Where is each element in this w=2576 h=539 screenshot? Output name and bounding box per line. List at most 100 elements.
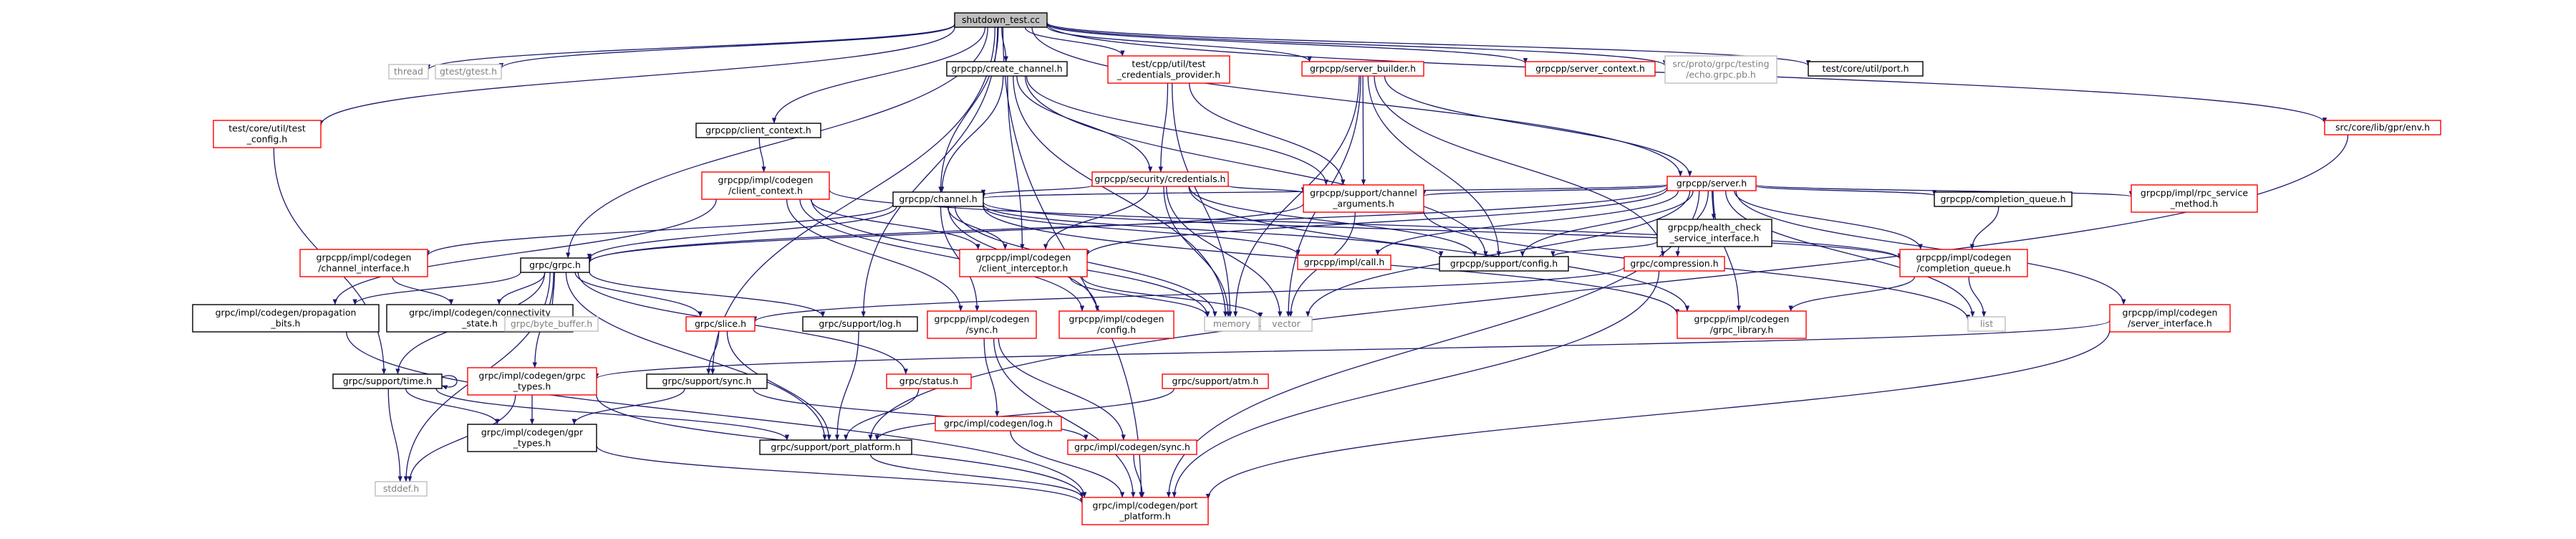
- edge-n39-to-n48: [387, 388, 402, 482]
- node-test-core-util-port-h[interactable]: test/core/util/port.h: [1808, 61, 1924, 77]
- node-grpcpp-health-check-service-interface-h[interactable]: grpcpp/health_check_service_interface.h: [1656, 219, 1772, 247]
- node-box: [2109, 304, 2231, 333]
- node-grpcpp-support-channel-arguments-h[interactable]: grpcpp/support/channel_arguments.h: [1303, 184, 1424, 213]
- edge-n0-to-n2: [498, 24, 955, 70]
- node-grpcpp-impl-codegen-server-interface-h[interactable]: grpcpp/impl/codegen/server_interface.h: [2109, 304, 2231, 333]
- node-label: grpcpp/server.h: [1677, 178, 1747, 189]
- edge-n0-to-n31: [861, 27, 998, 318]
- node-grpc-support-port-platform-h[interactable]: grpc/support/port_platform.h: [759, 439, 912, 455]
- node-grpc-status-h[interactable]: grpc/status.h: [886, 373, 972, 389]
- node-grpcpp-impl-codegen-channel-interface-h[interactable]: grpcpp/impl/codegen/channel_interface.h: [299, 249, 428, 277]
- node-shutdown-test-cc[interactable]: shutdown_test.cc: [954, 12, 1048, 28]
- node-grpcpp-server-h[interactable]: grpcpp/server.h: [1666, 176, 1757, 191]
- edge-n13-to-n26: [1734, 190, 1923, 250]
- node-grpcpp-server-context-h[interactable]: grpcpp/server_context.h: [1525, 61, 1656, 77]
- node-grpcpp-create-channel-h[interactable]: grpcpp/create_channel.h: [946, 61, 1068, 77]
- node-grpc-support-log-h[interactable]: grpc/support/log.h: [802, 316, 918, 332]
- node-box: [1260, 316, 1313, 332]
- node-box: [388, 64, 429, 80]
- edge-n11-to-n22: [810, 199, 980, 250]
- node-grpc-compression-h[interactable]: grpc/compression.h: [1624, 256, 1725, 272]
- node-grpcpp-impl-codegen-completion-queue-h[interactable]: grpcpp/impl/codegen/completion_queue.h: [1899, 249, 2028, 277]
- node-grpc-grpc-h[interactable]: grpc/grpc.h: [520, 257, 590, 273]
- node-grpc-impl-codegen-propagation-bits-h[interactable]: grpc/impl/codegen/propagation_bits.h: [192, 304, 380, 333]
- node-label: grpcpp/health_check: [1668, 222, 1762, 233]
- node-label: _platform.h: [1119, 511, 1170, 522]
- node-src-core-lib-gpr-env-h[interactable]: src/core/lib/gpr/env.h: [2324, 120, 2441, 135]
- node-label: /config.h: [1097, 325, 1136, 335]
- node-label: test/core/util/port.h: [1822, 63, 1909, 74]
- node-box: [802, 316, 918, 332]
- node-grpc-slice-h[interactable]: grpc/slice.h: [685, 316, 756, 332]
- node-grpc-support-time-h[interactable]: grpc/support/time.h: [332, 373, 443, 389]
- edge-n38-to-n49: [1205, 329, 2111, 500]
- node-box: [646, 373, 768, 389]
- node-grpcpp-client-context-h[interactable]: grpcpp/client_context.h: [695, 123, 821, 138]
- edge-n15-to-n22: [947, 206, 1008, 250]
- edge-n7-to-n13: [1384, 75, 1692, 177]
- edge-n0-to-n41: [710, 27, 996, 375]
- edge-n0-to-n4: [771, 27, 986, 124]
- node-grpc-impl-codegen-port-platform-h[interactable]: grpc/impl/codegen/port_platform.h: [1081, 497, 1209, 525]
- edge-n26-to-n37: [1968, 276, 1987, 318]
- node-label: test/core/util/test: [228, 123, 306, 134]
- node-box: [520, 257, 590, 273]
- node-grpc-impl-codegen-log-h[interactable]: grpc/impl/codegen/log.h: [935, 416, 1062, 431]
- node-label: grpc/impl/codegen/log.h: [944, 418, 1053, 429]
- node-grpc-impl-codegen-sync-h[interactable]: grpc/impl/codegen/sync.h: [1067, 439, 1197, 455]
- node-grpcpp-impl-codegen-config-h[interactable]: grpcpp/impl/codegen/config.h: [1058, 310, 1174, 339]
- edge-n15-to-n20: [425, 204, 894, 257]
- edge-n21-to-n46: [565, 272, 827, 441]
- node-label: grpc/grpc.h: [529, 259, 581, 270]
- node-label: _credentials_provider.h: [1116, 70, 1220, 80]
- node-label: grpc/slice.h: [695, 318, 746, 329]
- node-grpcpp-impl-codegen-client-interceptor-h[interactable]: grpcpp/impl/codegen/client_interceptor.h: [959, 249, 1088, 277]
- edge-n32-to-n43: [983, 338, 1000, 417]
- node-label: grpc/impl/codegen/gpr: [481, 427, 584, 438]
- node-box: [1297, 254, 1391, 270]
- edge-n0-to-n7: [1046, 26, 1312, 62]
- node-grpc-support-atm-h[interactable]: grpc/support/atm.h: [1162, 373, 1269, 389]
- node-grpcpp-impl-rpc-service-method-h[interactable]: grpcpp/impl/rpc_service_method.h: [2131, 184, 2258, 213]
- edge-n12-to-n34: [1163, 186, 1231, 318]
- node-label: vector: [1272, 318, 1301, 329]
- node-grpcpp-server-builder-h[interactable]: grpcpp/server_builder.h: [1301, 61, 1424, 77]
- edge-n12-to-n24: [1189, 186, 1477, 257]
- node-label: src/core/lib/gpr/env.h: [2335, 122, 2430, 133]
- node-grpcpp-impl-codegen-grpc-library-h[interactable]: grpcpp/impl/codegen/grpc_library.h: [1677, 310, 1807, 339]
- node-box: [213, 120, 322, 148]
- node-label: grpcpp/support/channel: [1310, 188, 1417, 199]
- node-label: /sync.h: [966, 325, 998, 335]
- node-grpcpp-impl-codegen-client-context-h[interactable]: grpcpp/impl/codegen/client_context.h: [701, 171, 830, 200]
- node-grpcpp-impl-call-h[interactable]: grpcpp/impl/call.h: [1297, 254, 1391, 270]
- node-box: [2131, 184, 2258, 213]
- edge-n15-to-n21: [587, 206, 897, 260]
- node-grpcpp-completion-queue-h[interactable]: grpcpp/completion_queue.h: [1934, 191, 2073, 207]
- edge-n5-to-n24: [1024, 75, 1488, 257]
- node-grpcpp-impl-codegen-sync-h[interactable]: grpcpp/impl/codegen/sync.h: [927, 310, 1037, 339]
- node-grpcpp-security-credentials-h[interactable]: grpcpp/security/credentials.h: [1091, 171, 1229, 187]
- node-grpc-support-sync-h[interactable]: grpc/support/sync.h: [646, 373, 768, 389]
- node-label: grpc/impl/codegen/port: [1093, 500, 1198, 511]
- node-test-cpp-util-test-credentials-provider-h[interactable]: test/cpp/util/test_credentials_provider.…: [1107, 55, 1230, 84]
- node-test-core-util-test-config-h[interactable]: test/core/util/test_config.h: [213, 120, 322, 148]
- node-label: grpc/compression.h: [1630, 258, 1718, 269]
- node-box: [1301, 61, 1424, 77]
- edge-n30-to-n46: [726, 330, 831, 441]
- node-box: [1303, 184, 1424, 213]
- node-grpcpp-channel-h[interactable]: grpcpp/channel.h: [892, 191, 984, 207]
- edge-n13-to-n38: [1735, 190, 2126, 305]
- node-box: [935, 416, 1062, 431]
- edge-n11-to-n33: [799, 199, 1085, 312]
- node-grpcpp-support-config-h[interactable]: grpcpp/support/config.h: [1439, 256, 1569, 272]
- node-box: [467, 424, 597, 452]
- edge-n7-to-n34: [1232, 75, 1360, 318]
- node-box: [2324, 120, 2441, 135]
- edge-n13-to-n19: [1755, 184, 2133, 197]
- node-label: grpcpp/impl/codegen: [2123, 307, 2218, 318]
- node-grpc-impl-codegen-gpr-types-h[interactable]: grpc/impl/codegen/gpr_types.h: [467, 424, 597, 452]
- edge-n16-to-n21: [587, 203, 1304, 263]
- node-grpc-impl-codegen-grpc-types-h[interactable]: grpc/impl/codegen/grpc_types.h: [467, 367, 597, 396]
- node-label: memory: [1213, 318, 1251, 329]
